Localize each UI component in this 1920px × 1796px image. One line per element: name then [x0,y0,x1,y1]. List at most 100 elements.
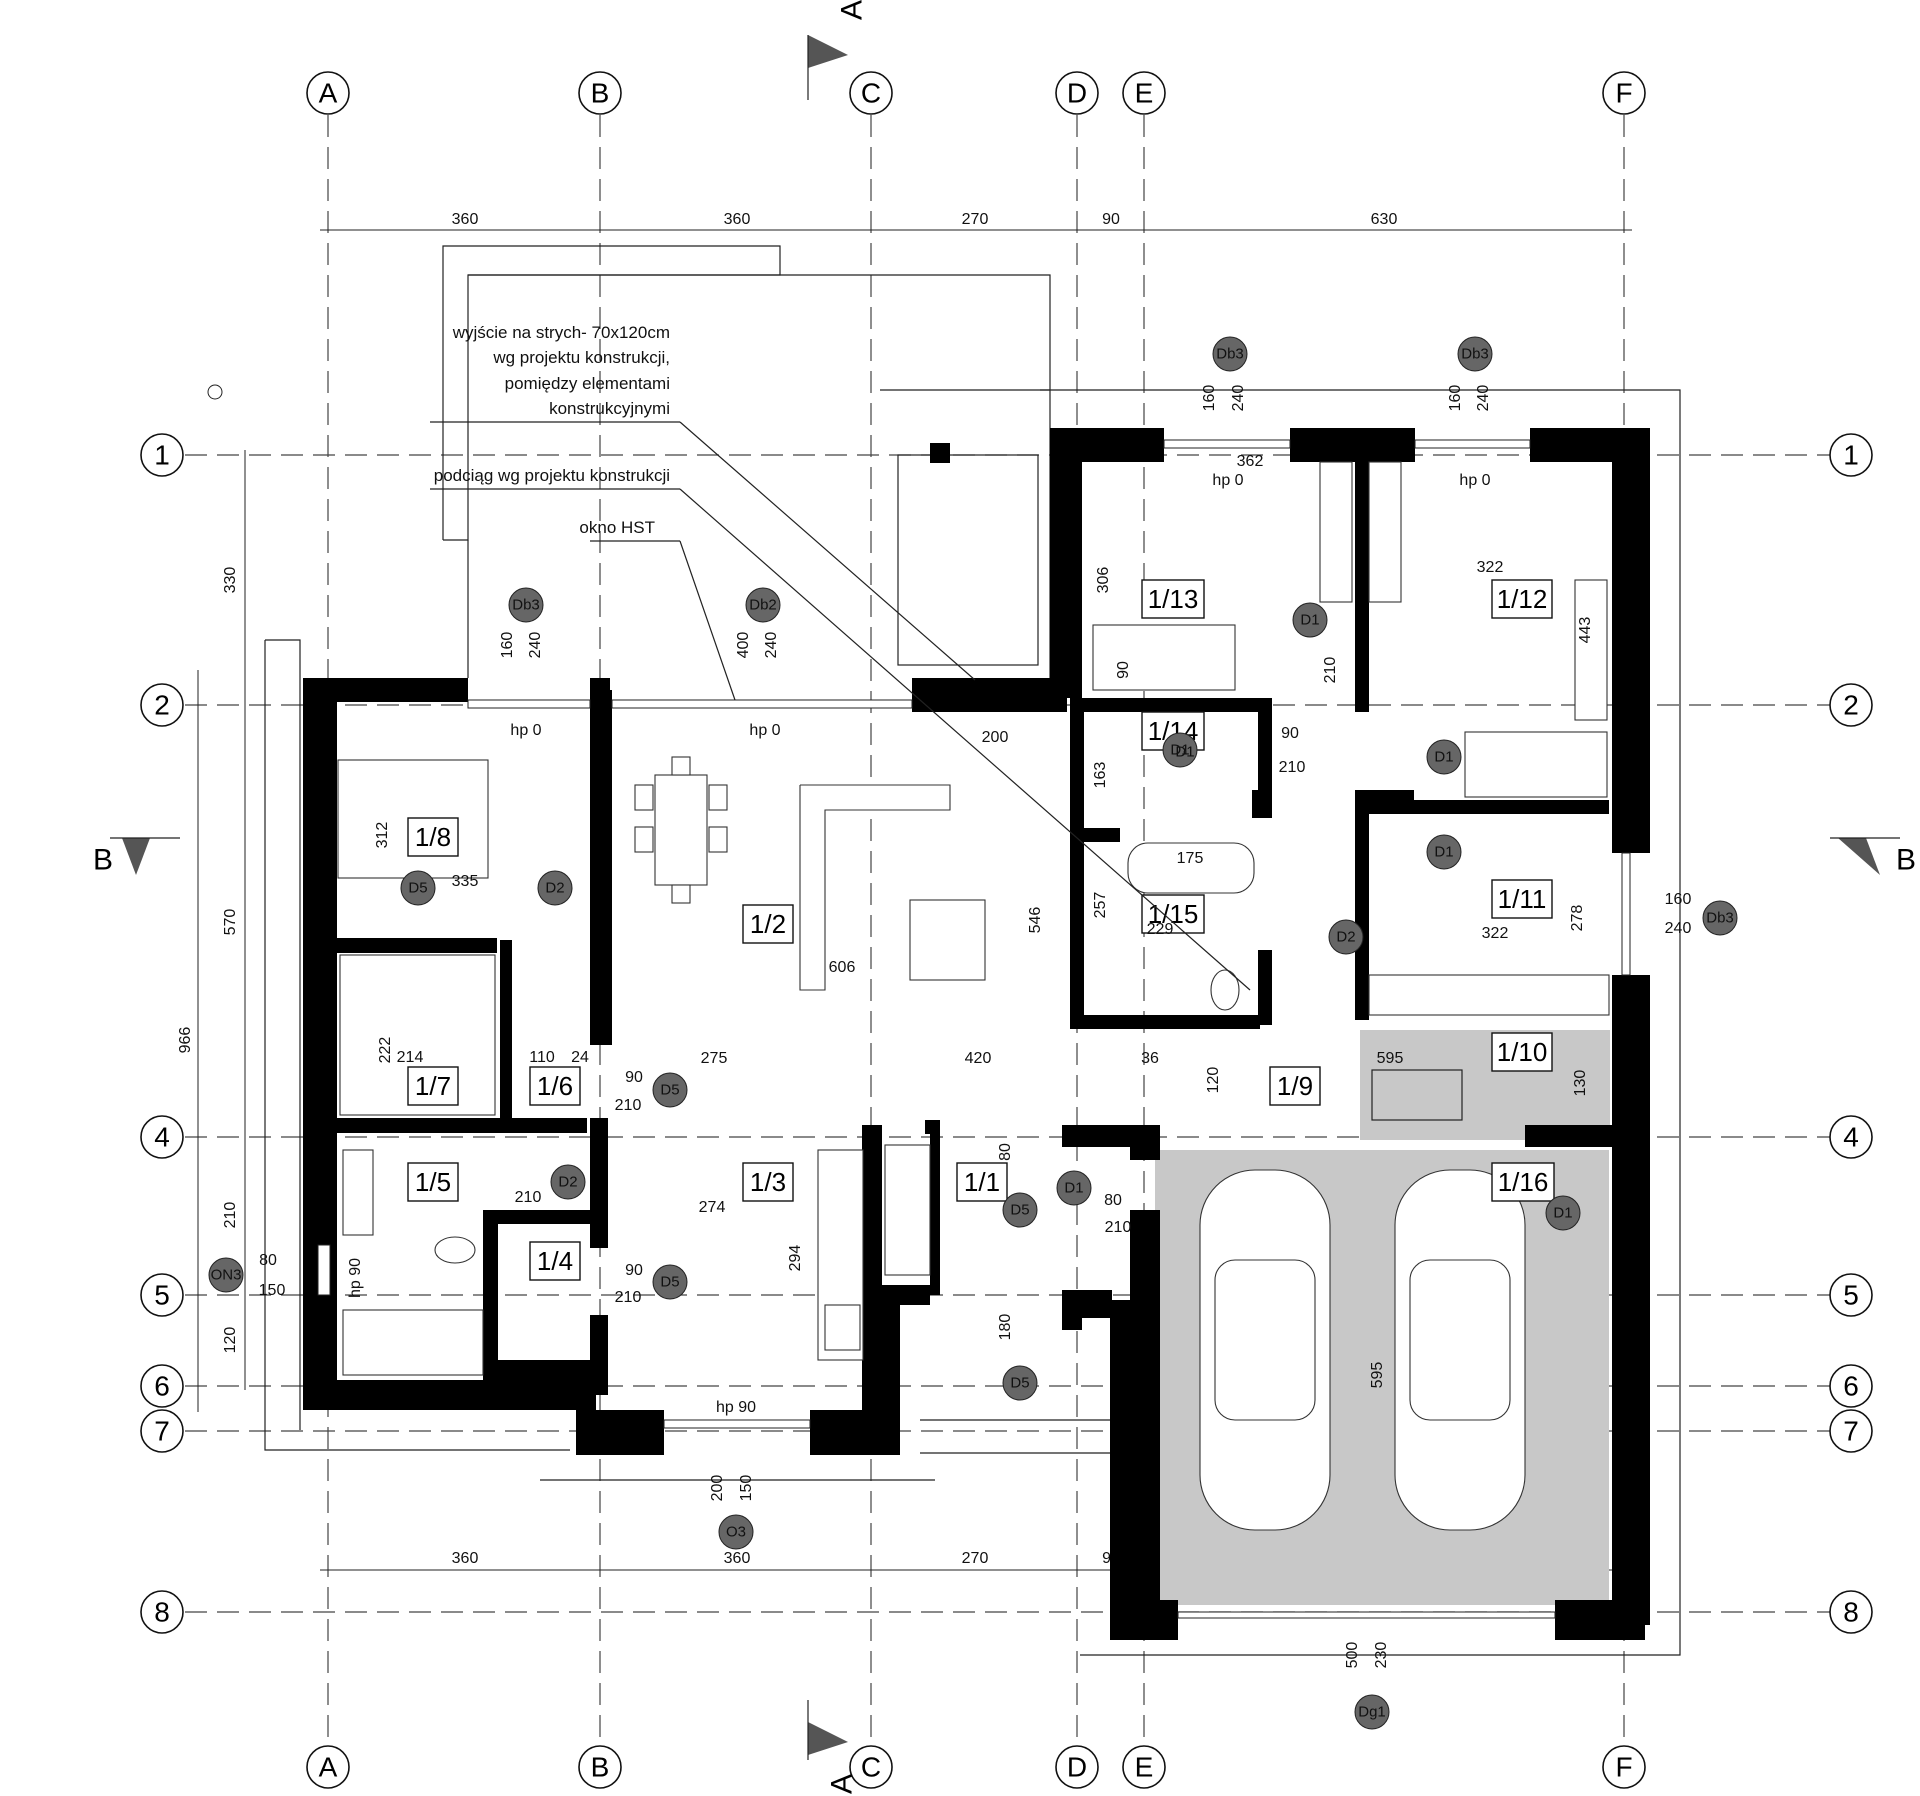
svg-text:F: F [1615,1752,1632,1783]
svg-text:5: 5 [1843,1280,1859,1311]
room-label-1-12: 1/12 [1491,579,1553,619]
svg-text:7: 7 [1843,1416,1859,1447]
section-mark-a-top: A [807,0,869,100]
tag-d2-1: D2 [537,870,573,906]
furniture [337,461,1610,1531]
svg-text:210: 210 [615,1289,642,1306]
svg-text:240: 240 [763,632,780,659]
svg-text:360: 360 [452,1550,479,1567]
svg-text:210: 210 [1105,1219,1132,1236]
tag-db3-1: Db3 [508,587,544,623]
svg-text:443: 443 [1577,617,1594,644]
svg-text:B: B [1896,844,1916,877]
svg-text:150: 150 [259,1282,286,1299]
svg-text:1/1: 1/1 [964,1167,1000,1197]
svg-text:A: A [319,78,338,109]
axis-bubble-c-top: C [849,71,893,115]
room-label-1-9: 1/9 [1269,1066,1321,1106]
svg-text:E: E [1135,1752,1154,1783]
svg-text:120: 120 [222,1327,239,1354]
svg-text:240: 240 [1665,920,1692,937]
svg-text:1/2: 1/2 [750,909,786,939]
svg-text:570: 570 [222,909,239,936]
axis-bubble-5-left: 5 [140,1273,184,1317]
svg-text:257: 257 [1092,892,1109,919]
svg-text:hp 90: hp 90 [716,1399,756,1416]
svg-text:90: 90 [1281,725,1299,742]
svg-text:24: 24 [571,1049,589,1066]
svg-text:229: 229 [1147,921,1174,938]
svg-text:420: 420 [965,1050,992,1067]
svg-text:D2: D2 [1336,929,1355,946]
axis-bubble-b-top: B [578,71,622,115]
tag-d1-1: D1 [1292,602,1328,638]
svg-text:hp 0: hp 0 [510,722,541,739]
svg-text:595: 595 [1369,1362,1386,1389]
svg-text:150: 150 [738,1475,755,1502]
svg-text:306: 306 [1095,567,1112,594]
svg-text:966: 966 [177,1027,194,1054]
svg-text:36: 36 [1141,1050,1159,1067]
svg-text:D5: D5 [660,1082,679,1099]
svg-text:D5: D5 [1010,1202,1029,1219]
axis-bubbles-top: A B C D E F [306,71,1646,115]
svg-text:1/7: 1/7 [415,1071,451,1101]
svg-text:4: 4 [154,1122,170,1153]
svg-text:210: 210 [1279,759,1306,776]
svg-text:200: 200 [709,1475,726,1502]
svg-text:1/13: 1/13 [1148,584,1199,614]
svg-text:270: 270 [962,211,989,228]
svg-text:210: 210 [515,1189,542,1206]
room-label-1-3: 1/3 [742,1162,794,1202]
axis-bubble-7-left: 7 [140,1409,184,1453]
room-label-1-5: 1/5 [407,1162,459,1202]
room-label-1-2: 1/2 [742,904,794,944]
svg-text:C: C [861,1752,881,1783]
svg-text:400: 400 [735,632,752,659]
svg-text:D1: D1 [1064,1180,1083,1197]
svg-text:D1: D1 [1434,844,1453,861]
axis-bubble-a-top: A [306,71,350,115]
axis-bubble-e-bottom: E [1122,1745,1166,1789]
svg-text:A: A [836,0,869,20]
svg-text:630: 630 [1371,211,1398,228]
svg-text:80: 80 [259,1252,277,1269]
svg-text:240: 240 [527,632,544,659]
svg-text:B: B [93,844,113,877]
svg-text:D1: D1 [1175,744,1194,761]
tag-d2-2: D2 [550,1164,586,1200]
room-labels: 1/1 1/2 1/3 1/4 1/5 1/6 1/7 1/8 1/9 1/10… [407,579,1555,1281]
room-label-1-1: 1/1 [956,1162,1008,1202]
tag-d5-1: D5 [400,870,436,906]
svg-text:D2: D2 [545,880,564,897]
svg-text:362: 362 [1237,453,1264,470]
svg-text:500: 500 [1344,1642,1361,1669]
tag-d1-2: D1 [1162,732,1198,768]
svg-text:8: 8 [154,1597,170,1628]
svg-text:1/12: 1/12 [1497,584,1548,614]
svg-text:A: A [319,1752,338,1783]
dimension-chain-top: 360 360 270 90 630 [320,211,1632,231]
svg-text:160: 160 [1201,385,1218,412]
svg-text:130: 130 [1572,1070,1589,1097]
svg-text:1/9: 1/9 [1277,1071,1313,1101]
svg-text:240: 240 [1230,385,1247,412]
svg-text:Db2: Db2 [749,597,777,614]
svg-text:D2: D2 [558,1174,577,1191]
svg-text:120: 120 [1205,1067,1222,1094]
svg-text:E: E [1135,78,1154,109]
annotation-attic-1: wyjście na strych- 70x120cm [452,323,670,342]
axis-bubbles-right: 1 2 4 5 6 7 8 [1829,433,1873,1634]
windows [317,439,1631,1619]
svg-text:1/16: 1/16 [1498,1167,1549,1197]
axis-bubble-2-left: 2 [140,683,184,727]
svg-text:hp 0: hp 0 [749,722,780,739]
svg-text:D: D [1067,1752,1087,1783]
axis-bubbles-bottom: A B C D E F [306,1745,1646,1789]
svg-text:1/8: 1/8 [415,822,451,852]
room-label-1-10: 1/10 [1491,1032,1553,1072]
svg-text:D1: D1 [1553,1205,1572,1222]
svg-text:D: D [1067,78,1087,109]
svg-text:1/5: 1/5 [415,1167,451,1197]
tag-d5-2: D5 [652,1072,688,1108]
